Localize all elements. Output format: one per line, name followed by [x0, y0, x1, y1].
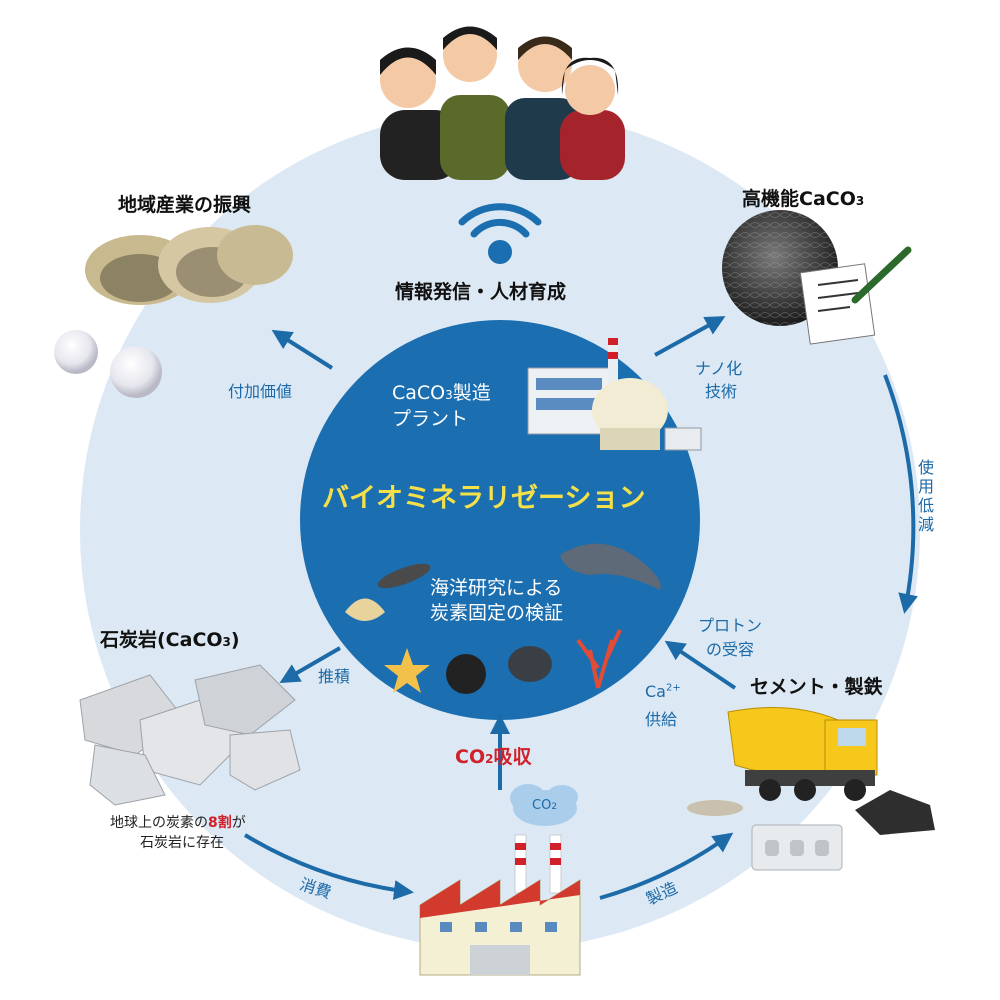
co2-absorb-label: CO2吸収: [455, 742, 531, 769]
high-function-caco3-label: 高機能CaCO3: [742, 184, 864, 211]
co2-cloud-label: CO2: [532, 798, 557, 813]
plant-label-line1: CaCO3製造: [392, 378, 491, 405]
coal-icon: [855, 790, 935, 835]
deposit-label: 推積: [318, 663, 350, 687]
added-value-label: 付加価値: [228, 378, 292, 402]
regional-industry-label: 地域産業の振興: [118, 190, 251, 217]
ca-supply-label-line1: Ca2+: [645, 682, 681, 701]
nano-tech-label-line1: ナノ化: [695, 355, 742, 379]
reduce-use-label: 使用低減: [916, 458, 936, 534]
concrete-block-icon: [752, 825, 842, 870]
carbon-note-line2: 石炭岩に存在: [140, 832, 224, 852]
ca-supply-label-line2: 供給: [645, 706, 677, 730]
nano-tech-label-line2: 技術: [705, 378, 737, 402]
proton-label-line2: の受容: [706, 636, 754, 660]
info-education-label: 情報発信・人材育成: [395, 277, 566, 304]
plant-label-line2: プラント: [392, 404, 468, 431]
biomineralization-title: バイオミネラリゼーション: [322, 476, 645, 515]
pearl-icon: [54, 330, 98, 374]
limestone-label: 石炭岩(CaCO3): [100, 625, 240, 652]
proton-label-line1: プロトン: [698, 612, 762, 636]
cement-steel-label: セメント・製鉄: [750, 672, 883, 699]
pearl-icon: [110, 346, 162, 398]
carbon-note-line1: 地球上の炭素の8割が: [110, 812, 246, 832]
people-illustration: [380, 27, 625, 181]
research-label-line1: 海洋研究による: [430, 573, 562, 600]
research-label-line2: 炭素固定の検証: [430, 598, 563, 625]
